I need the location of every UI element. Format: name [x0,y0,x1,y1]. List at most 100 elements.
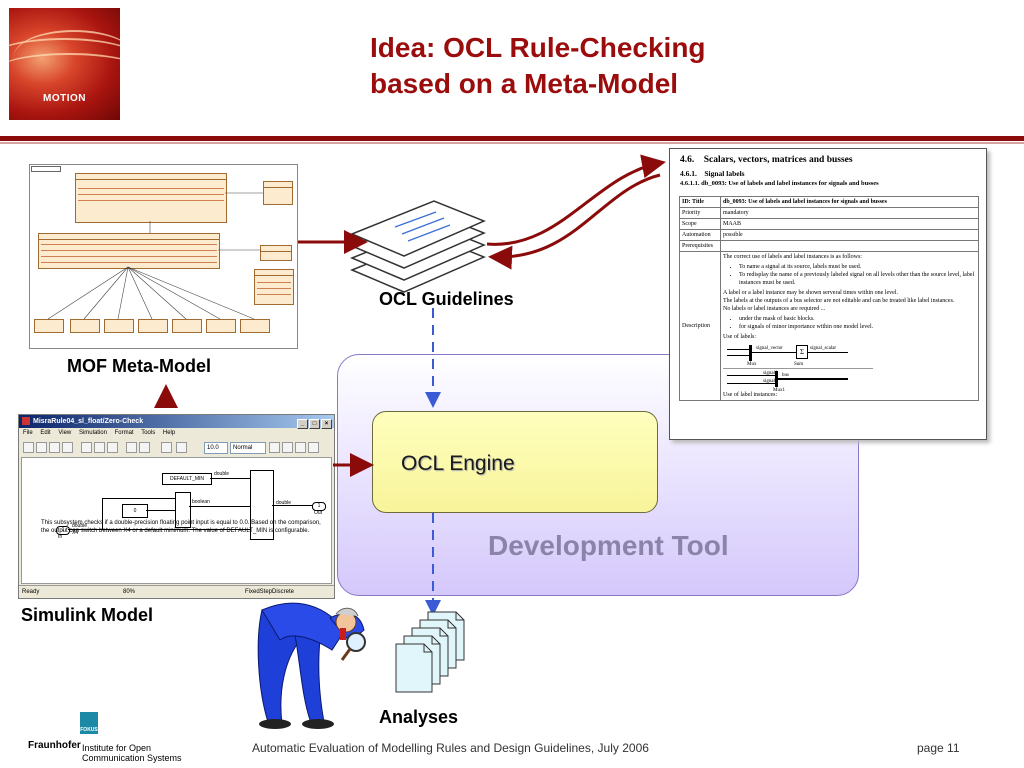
simulink-window: MisraRule04_sl_float/Zero-Check _□× File… [18,414,335,599]
print-icon[interactable] [62,442,73,453]
menu-simulation[interactable]: Simulation [78,430,107,436]
simulink-model-label: Simulink Model [21,605,154,625]
uml-subclass [240,319,270,333]
open-icon[interactable] [36,442,47,453]
uml-subclass [138,319,168,333]
footer-caption-year: 2006 [622,741,649,755]
menu-view[interactable]: View [58,430,72,436]
sum-block: Σ [796,345,808,359]
signal-label-double-in: double [72,523,88,529]
header-rule [0,136,1024,141]
diagram-frame-tab [31,166,61,172]
simulink-canvas[interactable]: DEFAULT_MIN 0 1 1 In Out double boolean … [21,457,332,584]
minimize-button[interactable]: _ [297,419,308,429]
debug-icon[interactable] [308,442,319,453]
maximize-button[interactable]: □ [309,419,320,429]
doc-heading-2-number: 4.6.1. [680,169,697,178]
menu-file[interactable]: File [23,430,33,436]
wire [727,349,749,350]
signal2-label: signal2 [763,379,778,384]
mux1-block [775,371,778,387]
divider [723,368,873,369]
motion-logo: MOTION [9,8,120,120]
paste-icon[interactable] [107,442,118,453]
institute-name: Institute for Open Communication Systems [82,743,182,763]
wire [727,355,749,356]
doc-heading-2-text: Signal labels [704,169,745,178]
list-item: for signals of minor importance within o… [739,323,976,331]
redo-icon[interactable] [139,442,150,453]
page-number: page 11 [917,741,960,755]
desc-use-of-labels: Use of labels: [723,334,756,340]
header-rule-thin [0,142,1024,144]
build-icon[interactable] [269,442,280,453]
inport-block[interactable]: 1 [56,526,70,535]
doc-heading-3-number: 4.6.1.1. [680,180,700,187]
signal1-label: signal1 [763,371,778,376]
wire [102,498,175,499]
labels-example-diagram: signal_vector Mux Σ Sum signal_scalar si… [723,341,976,393]
doc-heading-1-number: 4.6. [680,155,695,165]
footer-caption-main: Automatic Evaluation of Modelling Rules … [252,741,619,755]
inport-label: In [58,534,63,540]
menu-help[interactable]: Help [162,430,176,436]
mof-meta-model-label: MOF Meta-Model [67,356,211,376]
signal-label-boolean: boolean [192,499,210,505]
play-icon[interactable] [161,442,172,453]
page-text-line [407,224,451,242]
constant-zero-block[interactable]: 0 [122,504,148,518]
uml-class-middle [38,233,220,269]
list-item: To name a signal at its source, labels m… [739,263,976,271]
title-line-2: based on a Meta-Model [370,68,679,99]
outport-label: Out [314,510,323,516]
menu-edit[interactable]: Edit [40,430,51,436]
library-icon[interactable] [282,442,293,453]
arrow-doc-to-ocl [488,173,661,270]
cut-icon[interactable] [81,442,92,453]
uml-class-small [260,245,292,261]
signal-label-x4: X4 [72,530,79,536]
simulink-titlebar[interactable]: MisraRule04_sl_float/Zero-Check _□× [19,415,334,429]
desc-para-2: The labels at the outputs of a bus selec… [723,298,955,304]
simulation-mode-select[interactable]: Normal [230,442,266,454]
uml-subclass [172,319,202,333]
uml-subclass [104,319,134,333]
wire [727,375,775,376]
default-min-block[interactable]: DEFAULT_MIN [162,473,212,485]
subsystem-description: This subsystem checks if a double-precis… [41,520,321,534]
ocl-engine-box: OCL Engine [372,411,658,513]
menu-tools[interactable]: Tools [141,430,156,436]
stop-time-input[interactable]: 10.0 [204,442,228,454]
copy-icon[interactable] [94,442,105,453]
compare-block[interactable] [175,492,191,528]
new-icon[interactable] [23,442,34,453]
uml-subclass [34,319,64,333]
undo-icon[interactable] [126,442,137,453]
menu-format[interactable]: Format [114,430,134,436]
simulink-statusbar: Ready 80% FixedStepDiscrete [19,585,334,598]
mux1-label: Mux1 [773,388,785,393]
description-cell: The correct use of labels and label inst… [720,251,979,401]
stop-icon[interactable] [176,442,187,453]
simulink-app-icon [22,417,30,425]
page-text-line [394,211,437,228]
outport-block[interactable]: 1 [312,502,326,511]
bus-label: bus [782,373,789,378]
fraunhofer-wordmark: Fraunhofer [28,740,81,751]
ocl-guidelines-stack-icon [350,200,486,293]
title-line-1: Idea: OCL Rule-Checking [370,32,706,63]
signal-vector-label: signal_vector [756,346,783,351]
institute-line-2: Communication Systems [82,753,182,763]
inspector-with-magnifier-illustration [257,602,366,729]
explorer-icon[interactable] [295,442,306,453]
ocl-engine-label: OCL Engine [401,452,515,475]
arrow-ocl-to-doc [486,154,666,246]
close-button[interactable]: × [321,419,332,429]
institute-line-1: Institute for Open [82,743,152,753]
save-icon[interactable] [49,442,60,453]
desc-para-3: No labels or label instances are require… [723,306,826,312]
wire [102,498,103,529]
desc-bullets-1: To name a signal at its source, labels m… [733,263,976,287]
